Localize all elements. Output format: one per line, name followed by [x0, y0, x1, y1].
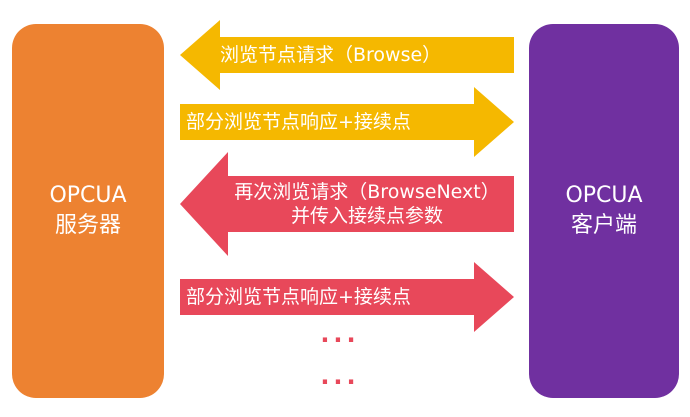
arrow-3-label-line2: 并传入接续点参数 — [290, 205, 443, 227]
arrow-1-polygon — [180, 20, 514, 90]
client-line1: OPCUA — [565, 183, 643, 208]
arrow-3-polygon — [180, 152, 514, 256]
server-box: OPCUA 服务器 — [12, 24, 164, 398]
ellipsis-1: ··· — [320, 326, 360, 354]
right-arrow-shape — [180, 87, 514, 157]
left-arrow-shape — [180, 20, 514, 90]
arrow-2-polygon — [180, 87, 514, 157]
browse-response-arrow: 部分浏览节点响应+接续点 — [180, 87, 514, 157]
ellipsis-2: ··· — [320, 368, 360, 396]
server-line1: OPCUA — [49, 183, 127, 208]
arrow-1-label: 浏览节点请求（Browse） — [220, 44, 442, 66]
arrow-4-polygon — [180, 262, 514, 332]
right-arrow-shape — [180, 262, 514, 332]
arrow-3-label-line1: 再次浏览请求（BrowseNext） — [234, 181, 500, 203]
arrow-2-label: 部分浏览节点响应+接续点 — [186, 111, 411, 133]
left-arrow-shape — [180, 152, 514, 256]
client-line2: 客户端 — [570, 213, 637, 238]
browse-next-request-arrow: 再次浏览请求（BrowseNext） 并传入接续点参数 — [180, 152, 514, 256]
browse-request-arrow: 浏览节点请求（Browse） — [180, 20, 514, 90]
browse-next-response-arrow: 部分浏览节点响应+接续点 — [180, 262, 514, 332]
server-line2: 服务器 — [54, 213, 121, 238]
client-box: OPCUA 客户端 — [529, 24, 679, 398]
arrow-4-label: 部分浏览节点响应+接续点 — [186, 286, 411, 308]
